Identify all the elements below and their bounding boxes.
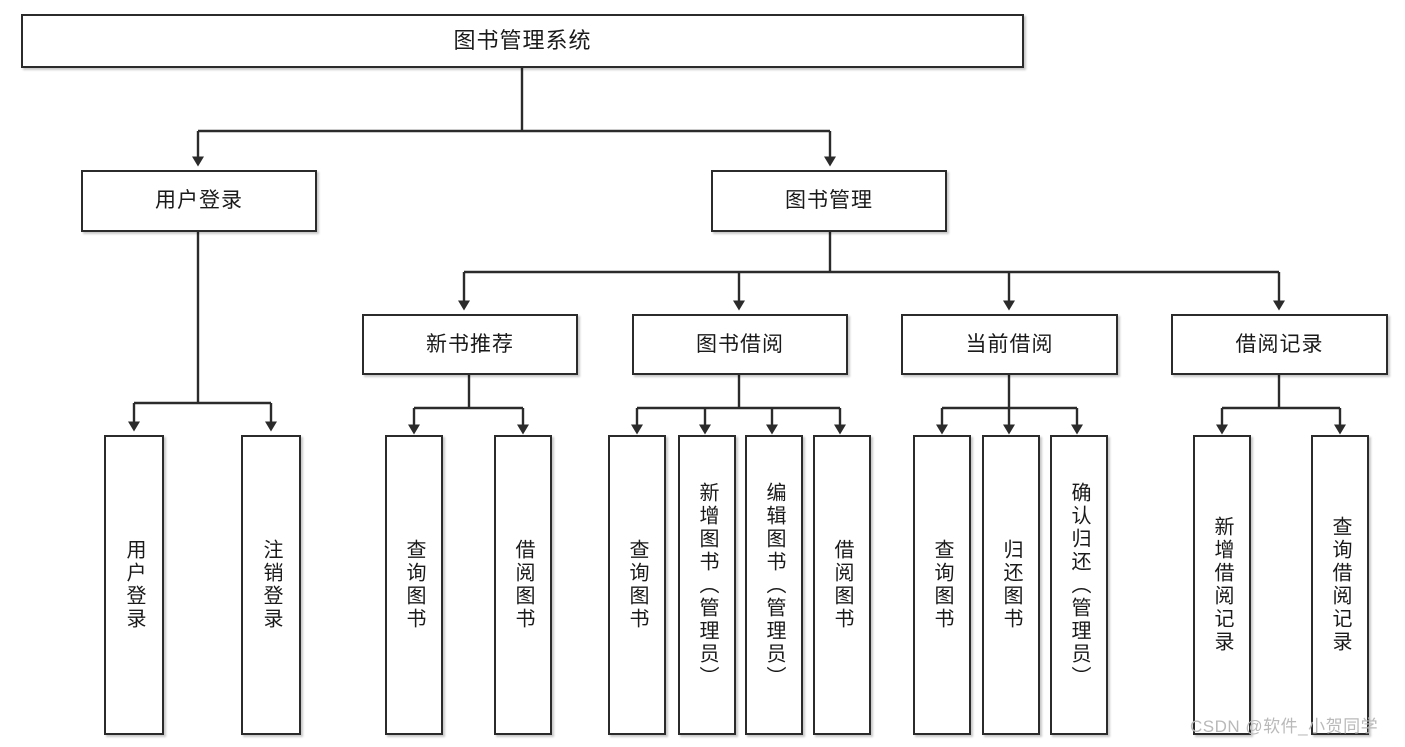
node-label: 新书推荐 (426, 332, 514, 356)
node-leaf-query-borrow-record[interactable]: 查询借阅记录 (1311, 435, 1369, 735)
node-label: 图书借阅 (696, 332, 784, 356)
node-label: 借阅图书 (831, 539, 853, 631)
node-root-book-management-system[interactable]: 图书管理系统 (21, 14, 1024, 68)
node-label: 查询图书 (403, 539, 425, 631)
node-leaf-return-book[interactable]: 归还图书 (982, 435, 1040, 735)
node-label: 图书管理系统 (453, 27, 592, 53)
node-leaf-user-login[interactable]: 用户登录 (104, 435, 164, 735)
node-label: 借阅记录 (1235, 332, 1324, 356)
node-label: 归还图书 (1000, 539, 1022, 631)
node-leaf-borrow-book[interactable]: 借阅图书 (813, 435, 871, 735)
node-label: 查询图书 (931, 539, 953, 631)
node-book-management[interactable]: 图书管理 (711, 170, 947, 232)
node-label: 用户登录 (155, 189, 243, 213)
node-label: 查询借阅记录 (1329, 516, 1351, 654)
node-new-book-recommendation[interactable]: 新书推荐 (362, 314, 578, 375)
node-leaf-borrow-book-recommendation[interactable]: 借阅图书 (494, 435, 552, 735)
node-leaf-query-book-borrow[interactable]: 查询图书 (608, 435, 666, 735)
node-label: 注销登录 (260, 539, 282, 631)
csdn-watermark: CSDN @软件_小贺同学 (1190, 717, 1379, 736)
node-leaf-add-borrow-record[interactable]: 新增借阅记录 (1193, 435, 1251, 735)
node-leaf-query-book-current[interactable]: 查询图书 (913, 435, 971, 735)
node-leaf-edit-book-admin[interactable]: 编辑图书（管理员） (745, 435, 803, 735)
node-label: 当前借阅 (965, 332, 1054, 356)
node-label: 借阅图书 (512, 539, 534, 631)
node-book-borrowing[interactable]: 图书借阅 (632, 314, 848, 375)
node-label: 新增图书（管理员） (696, 481, 718, 689)
node-leaf-query-book-recommendation[interactable]: 查询图书 (385, 435, 443, 735)
node-leaf-confirm-return-admin[interactable]: 确认归还（管理员） (1050, 435, 1108, 735)
node-label: 查询图书 (626, 539, 648, 631)
node-label: 新增借阅记录 (1211, 516, 1233, 654)
node-leaf-add-book-admin[interactable]: 新增图书（管理员） (678, 435, 736, 735)
node-label: 编辑图书（管理员） (763, 481, 785, 689)
node-label: 图书管理 (785, 189, 873, 213)
node-current-borrowing[interactable]: 当前借阅 (901, 314, 1118, 375)
node-label: 用户登录 (123, 539, 145, 631)
node-borrowing-record[interactable]: 借阅记录 (1171, 314, 1388, 375)
node-label: 确认归还（管理员） (1068, 481, 1090, 689)
node-leaf-logout[interactable]: 注销登录 (241, 435, 301, 735)
node-user-login[interactable]: 用户登录 (81, 170, 317, 232)
